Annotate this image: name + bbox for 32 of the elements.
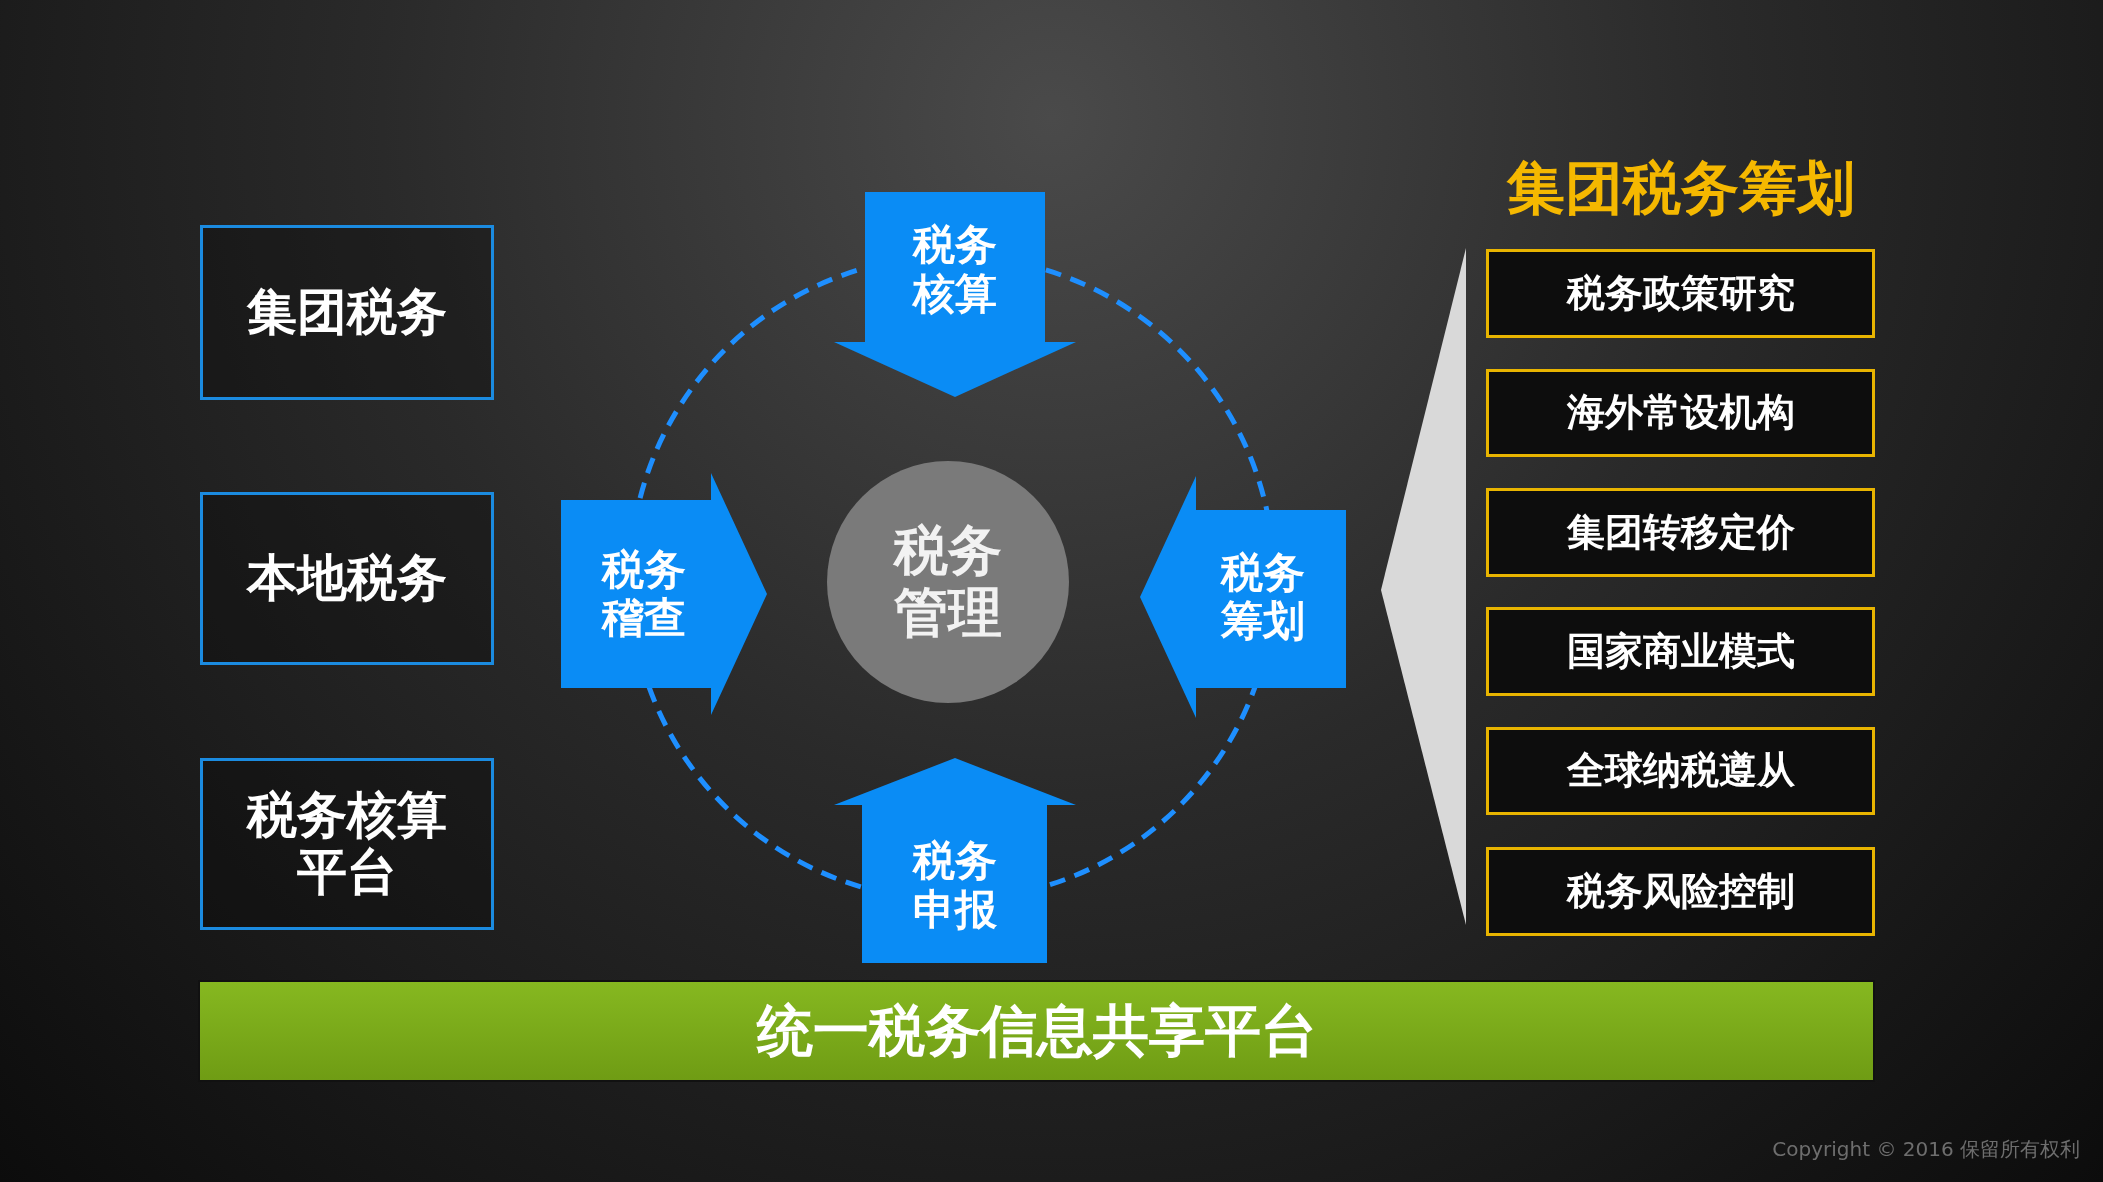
arrow-shape <box>561 473 767 715</box>
node-label: 税务稽查 <box>600 545 687 643</box>
node-label: 统一税务信息共享平台 <box>755 998 1318 1064</box>
arrow-shape <box>834 192 1076 397</box>
platform-bar <box>198 980 1875 1082</box>
category-box <box>200 225 494 400</box>
node-label: 集团转移定价 <box>1565 510 1796 555</box>
topic-box <box>1486 847 1875 936</box>
callout-wedge <box>1381 248 1466 925</box>
section-heading: 集团税务筹划 <box>1505 153 1856 224</box>
category-box <box>200 758 494 930</box>
node-label: 国家商业模式 <box>1565 629 1796 674</box>
copyright-note: Copyright © 2016 保留所有权利 <box>1771 1136 2080 1163</box>
arrow-shape <box>834 758 1076 963</box>
topic-box <box>1486 607 1875 696</box>
node-label: 税务筹划 <box>1219 548 1306 646</box>
node-label: 税务核算 <box>911 221 998 318</box>
node-label: 税务申报 <box>911 837 998 934</box>
node-label: 税务核算平台 <box>245 786 448 902</box>
topic-box <box>1486 488 1875 577</box>
node-label: 海外常设机构 <box>1565 391 1796 435</box>
node-label: 税务政策研究 <box>1565 271 1796 316</box>
topic-box <box>1486 249 1875 338</box>
node-label: 全球纳税遵从 <box>1565 749 1796 793</box>
topic-box <box>1486 369 1875 457</box>
arrow-shape <box>1140 476 1346 718</box>
node-label: 税务风险控制 <box>1565 869 1796 914</box>
node-label: 税务管理 <box>892 519 1003 645</box>
node-label: 本地税务 <box>245 549 448 608</box>
topic-box <box>1486 727 1875 815</box>
category-box <box>200 492 494 665</box>
node-label: 集团税务 <box>245 283 448 342</box>
